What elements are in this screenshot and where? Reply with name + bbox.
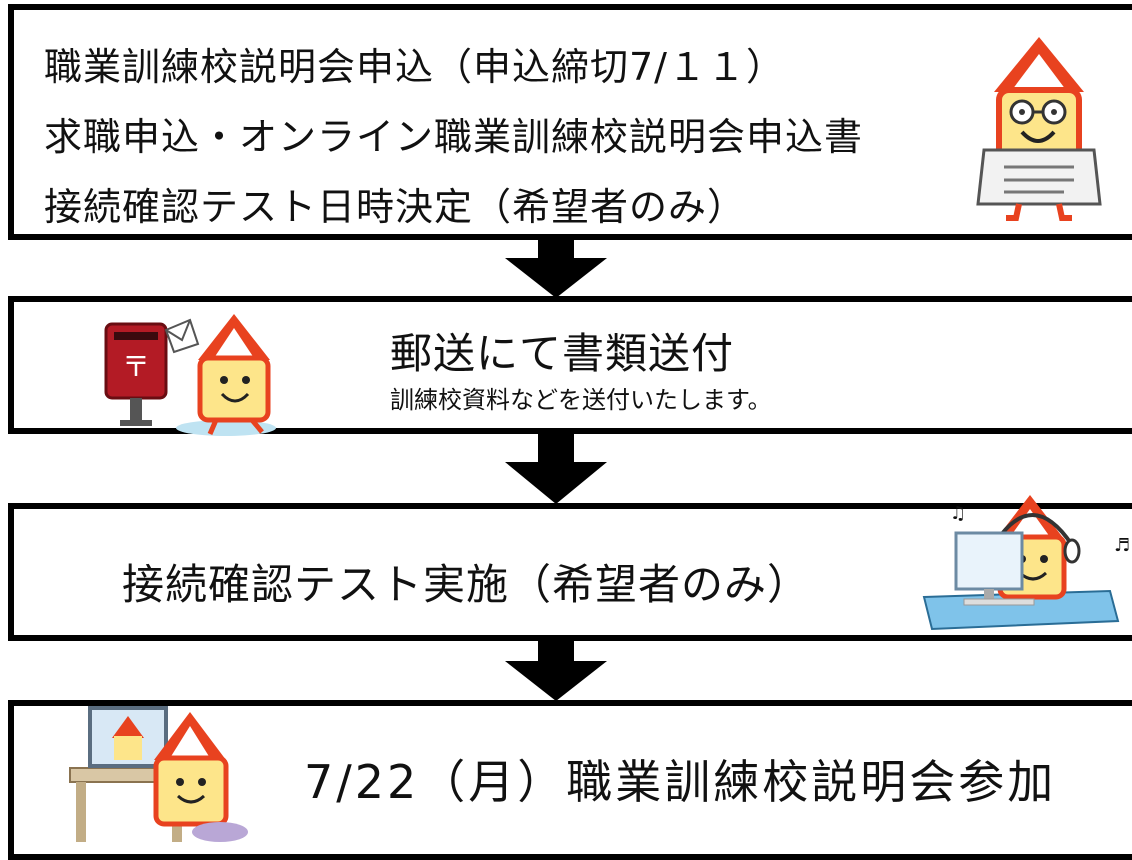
- step-3-title: 接続確認テスト実施（希望者のみ）: [122, 560, 811, 609]
- mailbox-mascot-icon: 〒: [86, 310, 296, 438]
- svg-text:♫: ♫: [950, 503, 966, 524]
- down-arrow-icon: [505, 434, 607, 504]
- step-1-line-3: 接続確認テスト日時決定（希望者のみ）: [44, 185, 747, 229]
- step-1-line-2: 求職申込・オンライン職業訓練校説明会申込書: [44, 115, 864, 159]
- mascot-reading-icon: [974, 32, 1104, 222]
- step-4-box: 7/22（月）職業訓練校説明会参加: [8, 700, 1132, 860]
- svg-text:♬: ♬: [1114, 535, 1130, 556]
- video-call-mascot-icon: [50, 706, 250, 846]
- down-arrow-icon: [505, 641, 607, 701]
- step-2-subtitle: 訓練校資料などを送付いたします。: [390, 386, 772, 414]
- step-1-box: 職業訓練校説明会申込（申込締切7/１１） 求職申込・オンライン職業訓練校説明会申…: [8, 4, 1132, 240]
- step-2-title: 郵送にて書類送付: [390, 329, 735, 378]
- step-2-box: 〒 郵送にて書類送付 訓練校資料などを送付いたします。: [8, 296, 1132, 436]
- headset-computer-mascot-icon: ♫ ♬: [904, 479, 1132, 639]
- svg-text:〒: 〒: [122, 350, 150, 383]
- down-arrow-icon: [505, 240, 607, 298]
- step-1-line-1: 職業訓練校説明会申込（申込締切7/１１）: [44, 45, 785, 89]
- step-4-title: 7/22（月）職業訓練校説明会参加: [304, 755, 1057, 809]
- step-3-box: 接続確認テスト実施（希望者のみ） ♫ ♬: [8, 495, 1132, 641]
